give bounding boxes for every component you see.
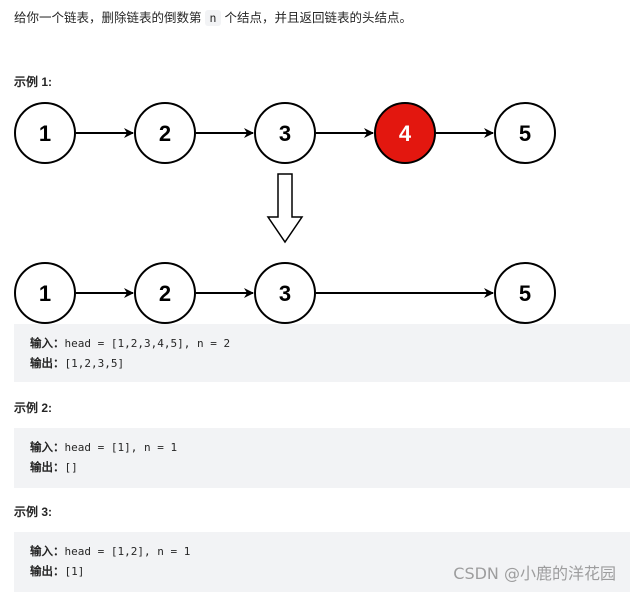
example-3-output-line: 输出：[1] (30, 561, 630, 581)
node-before-1: 1 (14, 102, 76, 164)
output-label: 输出： (30, 356, 65, 370)
node-label: 1 (39, 281, 51, 306)
variable-n: n (204, 10, 222, 26)
list-after: 1 2 3 5 (14, 262, 556, 324)
node-label: 2 (159, 281, 171, 306)
node-before-2: 2 (134, 102, 196, 164)
example-3-heading: 示例 3: (14, 505, 53, 519)
node-label: 3 (279, 281, 291, 306)
node-label: 5 (519, 121, 531, 146)
example-2-code-block: 输入：head = [1], n = 1 输出：[] (14, 428, 630, 488)
list-before: 1 2 3 4 5 (14, 102, 556, 164)
example-2-input-line: 输入：head = [1], n = 1 (30, 437, 630, 457)
node-after-5: 5 (494, 262, 556, 324)
node-after-2: 2 (134, 262, 196, 324)
node-before-3: 3 (254, 102, 316, 164)
output-value: [1,2,3,5] (64, 357, 125, 370)
input-value: head = [1,2,3,4,5], n = 2 (64, 337, 231, 350)
output-label: 输出： (30, 564, 65, 578)
example-3-code-block: 输入：head = [1,2], n = 1 输出：[1] (14, 532, 630, 592)
node-label: 3 (279, 121, 291, 146)
linked-list-diagram: 1 2 3 4 5 1 2 (14, 102, 556, 324)
node-after-3: 3 (254, 262, 316, 324)
node-after-1: 1 (14, 262, 76, 324)
example-2-output-line: 输出：[] (30, 457, 630, 477)
example-3-input-line: 输入：head = [1,2], n = 1 (30, 541, 630, 561)
input-value: head = [1], n = 1 (64, 441, 178, 454)
input-label: 输入： (30, 336, 65, 350)
description-text-before: 给你一个链表，删除链表的倒数第 (14, 11, 202, 25)
node-before-4-highlighted: 4 (374, 102, 436, 164)
node-before-5: 5 (494, 102, 556, 164)
example-1-input-line: 输入：head = [1,2,3,4,5], n = 2 (30, 333, 630, 353)
example-1-heading: 示例 1: (14, 75, 53, 89)
input-label: 输入： (30, 440, 65, 454)
description-text-after: 个结点，并且返回链表的头结点。 (224, 11, 412, 25)
output-label: 输出： (30, 460, 65, 474)
node-label: 2 (159, 121, 171, 146)
output-value: [1] (64, 565, 85, 578)
example-2-heading: 示例 2: (14, 401, 53, 415)
input-label: 输入： (30, 544, 65, 558)
down-arrow-icon (266, 173, 304, 244)
example-1-code-block: 输入：head = [1,2,3,4,5], n = 2 输出：[1,2,3,5… (14, 324, 630, 382)
output-value: [] (64, 461, 78, 474)
watermark: CSDN @小鹿的洋花园 (453, 564, 616, 583)
input-value: head = [1,2], n = 1 (64, 545, 191, 558)
example-1-output-line: 输出：[1,2,3,5] (30, 353, 630, 373)
node-label: 1 (39, 121, 51, 146)
node-label: 4 (399, 121, 412, 146)
node-label: 5 (519, 281, 531, 306)
